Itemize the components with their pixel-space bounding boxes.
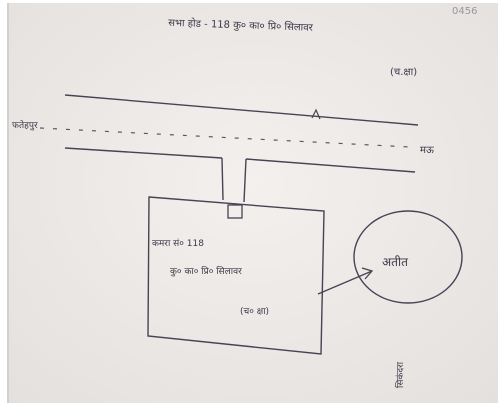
building-label-line-2: कु० का० प्रि० सिलावर [170, 265, 242, 277]
location-circle-label: अतीत [382, 255, 409, 269]
side-label: सिकंदरा [394, 361, 406, 388]
corner-mark: 0456 [452, 6, 477, 17]
title-text: सभा होड - 118 कु० का० प्रि० सिलावर [168, 17, 314, 34]
paper-sheet [8, 3, 498, 403]
entrance-path [221, 157, 247, 203]
road-right-label: मऊ [420, 145, 434, 156]
road [39, 94, 419, 173]
pointer-arrow [317, 267, 374, 295]
road-top-edge [64, 94, 419, 126]
road-bottom-edge-left [64, 147, 223, 159]
pointer-arrow-head [361, 267, 374, 280]
pointer-arrow-shaft [317, 270, 373, 295]
building-label-line-1: कमरा सं० 118 [152, 238, 204, 249]
road-left-label: फतेहपुर [12, 119, 38, 131]
location-circle [353, 210, 463, 304]
entrance-path-right-edge [243, 158, 247, 203]
building-label-line-3: (च० क्षा) [240, 307, 269, 317]
building-gate [227, 204, 243, 219]
building-outline [147, 196, 325, 355]
title-note: (च.क्षा) [390, 67, 417, 78]
entrance-path-left-edge [221, 157, 224, 201]
road-tick-mark [311, 108, 321, 120]
road-centre-line [39, 127, 411, 148]
road-bottom-edge-right [245, 158, 416, 173]
